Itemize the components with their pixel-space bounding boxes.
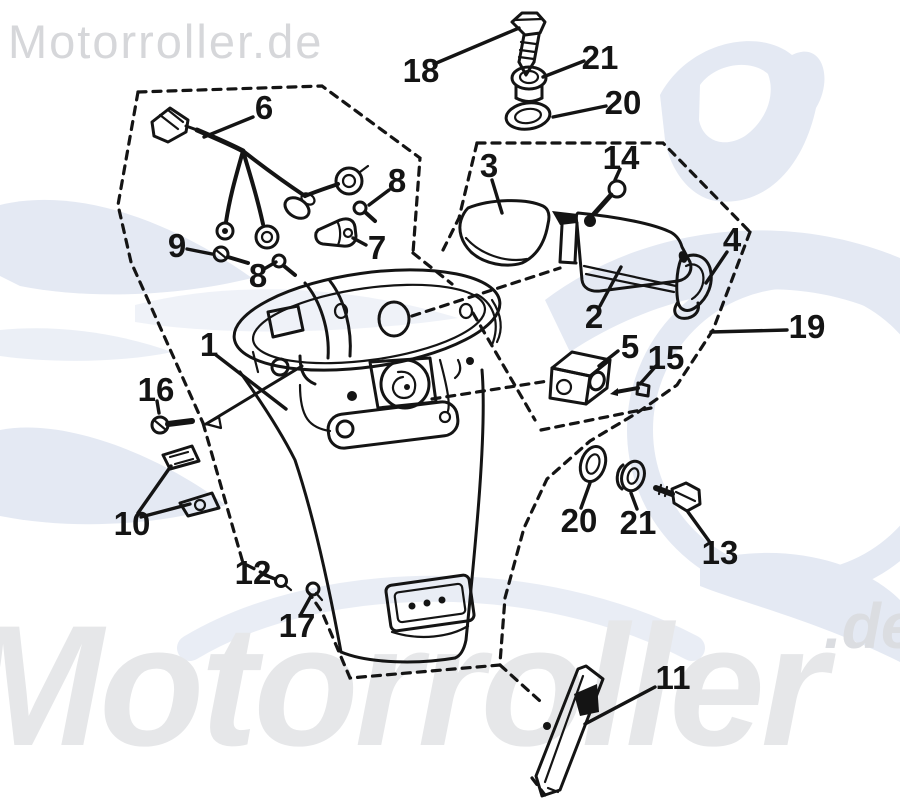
part-3-lens-drawing [458,199,551,267]
callout-21-top: 21 [582,39,619,76]
lens-bracket-drawing [552,211,579,265]
callout-3: 3 [480,147,498,184]
part-20-top-washer-drawing [504,101,552,131]
part-4-end-cap-drawing [673,253,713,320]
watermark-text-layer: Motorroller.de Motorroller .de [0,15,900,782]
callout-16: 16 [138,371,175,408]
callout-8-upper: 8 [388,162,406,199]
callout-7: 7 [368,229,386,266]
watermark-bottom-right-de: .de [824,590,900,662]
scooter-watermark-graphic [0,41,900,662]
part-8-lower-screw-drawing [271,253,297,277]
dashed-boundary-lines [116,84,752,797]
callout-5: 5 [621,328,639,365]
watermark-top-left: Motorroller.de [8,15,323,68]
part-13-bolt-drawing [653,481,702,513]
watermark-bottom: Motorroller [0,590,836,782]
callout-6: 6 [255,89,273,126]
callout-20-right: 20 [561,502,598,539]
part-15-screw-drawing [610,381,651,398]
callout-8-lower: 8 [249,257,267,294]
part-11-reflector-drawing [534,664,605,798]
part-16-screw-drawing [150,415,195,435]
callout-20-top: 20 [605,84,642,121]
part-6-wiring-harness-drawing [150,106,370,250]
callout-9: 9 [168,227,186,264]
part-1-fender-assembly-drawing [204,268,502,664]
callout-15: 15 [648,339,685,376]
part-12-screw-drawing [274,574,293,592]
callout-14: 14 [603,139,640,176]
callout-leader-lines [136,26,789,726]
part-7-bulb-drawing [314,217,358,248]
part-8-upper-screw-drawing [352,200,377,223]
part-17-screw-drawing [305,581,324,602]
part-21-right-spacer-drawing [615,459,646,493]
callout-4: 4 [723,221,742,258]
part-9-screw-drawing [212,245,250,265]
callout-2: 2 [585,298,603,335]
callout-11: 11 [656,659,691,696]
callout-13: 13 [702,534,739,571]
callout-12: 12 [235,554,272,591]
callout-10: 10 [114,505,151,542]
callout-numbers: 18 21 20 6 8 7 9 8 3 14 2 4 19 1 16 5 15… [114,39,826,696]
part-10-clip-nuts-drawing [161,444,221,518]
callout-17: 17 [279,607,316,644]
callout-19: 19 [789,308,826,345]
callout-21-right: 21 [620,504,657,541]
part-20-right-washer-drawing [578,444,608,484]
callout-1: 1 [200,326,218,363]
part-5-bulb-holder-drawing [548,350,612,406]
callout-18: 18 [403,52,440,89]
part-14-screw-drawing [584,179,627,227]
